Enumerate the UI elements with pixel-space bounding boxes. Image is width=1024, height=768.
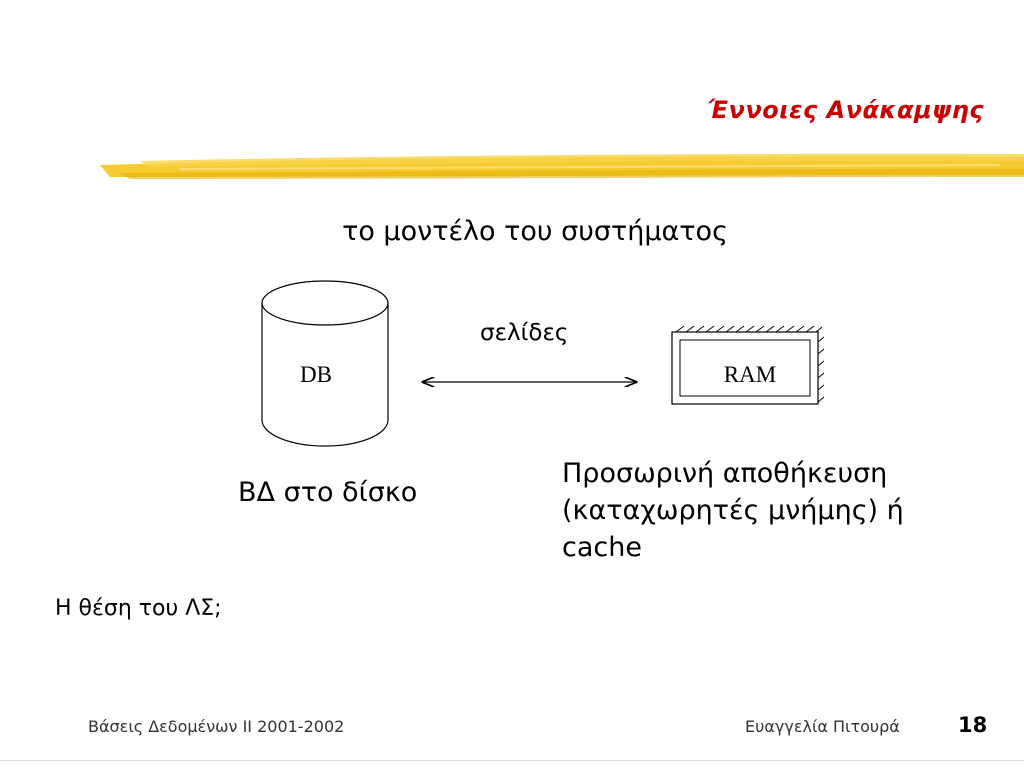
db-label: DB [300, 362, 332, 387]
db-caption: ΒΔ στο δίσκο [238, 477, 418, 508]
pages-label: σελίδες [480, 320, 569, 346]
cache-caption-line: (καταχωρητές μνήμης) ή [562, 495, 904, 526]
db-cylinder [261, 280, 389, 447]
ram-hatching [675, 325, 825, 403]
cache-caption-line: Προσωρινή αποθήκευση [562, 458, 888, 489]
cache-caption-line: cache [562, 532, 642, 563]
os-question: Η θέση του ΛΣ; [55, 596, 222, 621]
slide-title: Έννοιες Ανάκαμψης [707, 96, 984, 124]
footer-author: Ευαγγελία Πιτουρά [745, 717, 900, 736]
diagram-subtitle: το μοντέλο του συστήματος [342, 216, 728, 247]
ram-box [671, 325, 825, 405]
footer-course: Βάσεις Δεδομένων ΙΙ 2001-2002 [88, 717, 345, 736]
title-highlight-bar [100, 153, 1024, 179]
ram-label: RAM [724, 362, 776, 387]
bottom-divider [0, 760, 1024, 761]
page-number: 18 [958, 713, 988, 737]
cache-caption: Προσωρινή αποθήκευση (καταχωρητές μνήμης… [562, 455, 904, 566]
